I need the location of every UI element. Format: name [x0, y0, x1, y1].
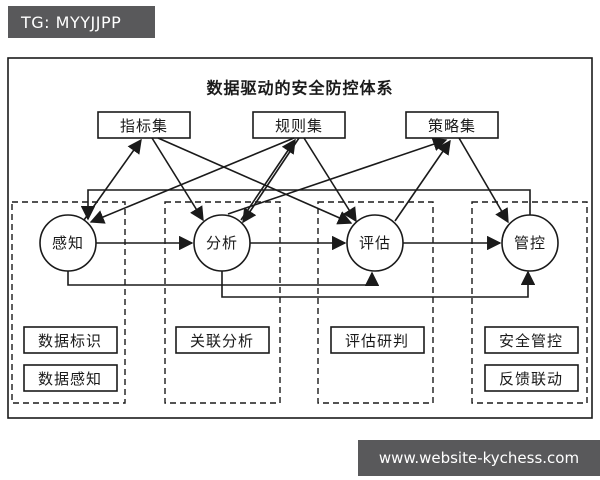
edge-rule-set-to-perception	[89, 137, 295, 224]
column-evaluation-dashed-box	[317, 201, 434, 404]
box-security-control-label: 安全管控	[499, 332, 563, 350]
edge-analysis-to-strategy-set	[227, 137, 448, 215]
column-analysis-dashed-box	[164, 201, 281, 404]
node-control-label: 管控	[514, 234, 546, 252]
column-perception-dashed-box	[11, 201, 126, 404]
edge-strategy-set-to-control	[458, 137, 509, 224]
box-data-perception-label: 数据感知	[38, 370, 102, 388]
box-security-control	[484, 326, 579, 354]
box-evaluation-judgment-label: 评估研判	[345, 332, 409, 350]
box-strategy-set-label: 策略集	[428, 117, 476, 135]
website-watermark-badge: www.website-kychess.com	[358, 440, 600, 476]
diagram-title: 数据驱动的安全防控体系	[206, 79, 393, 98]
column-control-dashed-box	[471, 201, 588, 404]
box-data-identification-label: 数据标识	[38, 332, 102, 350]
edge-indicator-set-to-evaluation	[157, 137, 353, 225]
box-evaluation-judgment	[330, 326, 425, 354]
node-perception-label: 感知	[52, 234, 84, 252]
box-rule-set-label: 规则集	[275, 117, 323, 135]
box-strategy-set	[405, 111, 499, 139]
tg-watermark-text: TG: MYYJJPP	[21, 12, 122, 32]
box-feedback-linkage-label: 反馈联动	[499, 370, 563, 388]
node-evaluation-label: 评估	[359, 234, 391, 252]
edge-rule-set-to-analysis	[242, 137, 300, 224]
edge-perception-skip-to-evaluation	[67, 271, 380, 286]
box-correlation-analysis	[175, 326, 270, 354]
box-correlation-analysis-label: 关联分析	[190, 332, 254, 350]
edge-indicator-set-to-analysis	[151, 137, 204, 222]
box-indicator-set-label: 指标集	[120, 117, 168, 135]
website-watermark-text: www.website-kychess.com	[378, 449, 580, 467]
edge-control-feedback-to-perception	[80, 189, 531, 221]
tg-watermark-badge: TG: MYYJJPP	[8, 6, 155, 38]
node-analysis-label: 分析	[206, 234, 238, 252]
box-feedback-linkage	[484, 364, 579, 392]
box-data-perception	[23, 364, 118, 392]
box-indicator-set	[97, 111, 191, 139]
edge-evaluation-to-strategy-set	[394, 139, 451, 222]
edge-analysis-skip-to-control	[221, 270, 536, 298]
box-data-identification	[23, 326, 118, 354]
